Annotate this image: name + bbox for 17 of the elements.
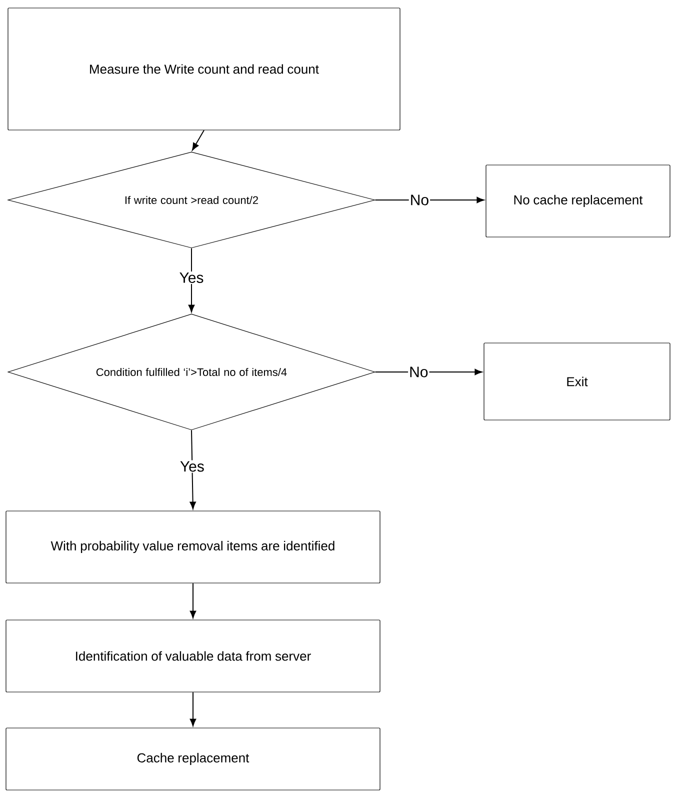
arrow xyxy=(188,248,195,312)
process-box: With probability value removal items are identified xyxy=(6,510,380,584)
edge-label: Yes xyxy=(178,272,205,284)
process-box: Cache replacement xyxy=(6,728,380,790)
arrow xyxy=(374,196,484,204)
arrow xyxy=(192,130,204,150)
arrow xyxy=(190,692,196,726)
process-box: Measure the Write count and read count xyxy=(8,8,400,130)
edge-label: Yes xyxy=(178,460,206,473)
process-box: No cache replacement xyxy=(486,164,670,238)
process-box: Exit xyxy=(484,342,670,420)
arrow xyxy=(374,368,482,376)
process-box: Identification of valuable data from server xyxy=(6,620,380,692)
edge-label: No xyxy=(408,366,430,378)
edge-label: No xyxy=(408,194,430,206)
arrow xyxy=(190,582,196,618)
arrow xyxy=(190,430,196,510)
